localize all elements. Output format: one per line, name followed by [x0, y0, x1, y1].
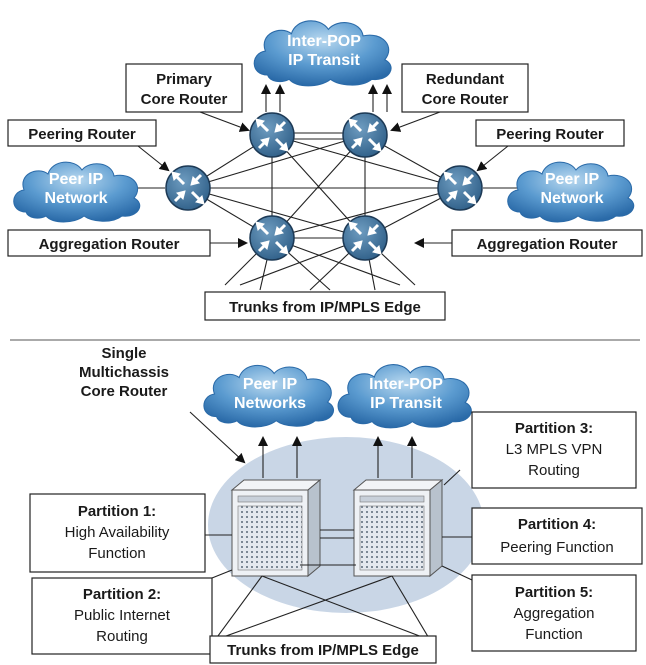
svg-text:High Availability: High Availability: [65, 524, 170, 541]
bottom-diagram: Peer IP Networks Inter-POP IP Transit: [29, 345, 643, 664]
label-primary-core-router: Primary Core Router: [125, 63, 243, 113]
cloud-inter-pop-transit-bottom: Inter-POP IP Transit: [337, 364, 472, 429]
aggregation-router-left-icon: [248, 214, 296, 262]
aggregation-router-right-icon: [341, 214, 389, 262]
peering-router-right-icon: [436, 164, 484, 212]
svg-text:Network: Network: [44, 190, 107, 207]
label-single-multichassis: Single Multichassis Core Router: [79, 345, 246, 464]
partition-1-box: Partition 1: High Availability Function: [29, 493, 206, 573]
svg-text:Aggregation: Aggregation: [514, 605, 595, 622]
primary-core-router-icon: [248, 111, 296, 159]
cloud-peer-network-right: Peer IP Network: [507, 161, 635, 223]
svg-text:Peering Function: Peering Function: [500, 539, 613, 556]
cloud-inter-pop-transit-top: Inter-POP IP Transit: [253, 20, 392, 87]
svg-text:Partition 3:: Partition 3:: [515, 420, 593, 437]
top-diagram: Inter-POP IP Transit Peer IP Network Pee…: [7, 20, 643, 321]
svg-text:Core Router: Core Router: [81, 383, 168, 400]
label-peering-router-right: Peering Router: [475, 119, 625, 147]
router-mesh-links: [120, 132, 520, 291]
svg-text:Partition 4:: Partition 4:: [518, 516, 596, 533]
svg-text:Primary: Primary: [156, 71, 213, 88]
label-aggregation-router-right: Aggregation Router: [451, 229, 643, 257]
svg-text:Peer IP: Peer IP: [49, 171, 104, 188]
cloud-peer-network-left: Peer IP Network: [13, 161, 141, 223]
svg-text:Peering Router: Peering Router: [496, 126, 604, 143]
chassis-right-icon: [352, 478, 444, 578]
svg-text:Trunks from IP/MPLS Edge: Trunks from IP/MPLS Edge: [229, 299, 421, 316]
svg-text:Peering Router: Peering Router: [28, 126, 136, 143]
svg-text:Inter-POP: Inter-POP: [369, 376, 443, 393]
svg-text:Peer IP: Peer IP: [243, 376, 298, 393]
label-pointers-top: [137, 111, 509, 248]
svg-text:Trunks from IP/MPLS Edge: Trunks from IP/MPLS Edge: [227, 642, 419, 659]
bottom-links: [205, 469, 473, 641]
svg-text:IP Transit: IP Transit: [288, 52, 360, 69]
svg-text:Partition 5:: Partition 5:: [515, 584, 593, 601]
svg-text:Network: Network: [540, 190, 603, 207]
svg-text:Routing: Routing: [96, 628, 148, 645]
svg-text:Routing: Routing: [528, 462, 580, 479]
svg-text:Networks: Networks: [234, 395, 306, 412]
partition-2-box: Partition 2: Public Internet Routing: [31, 577, 213, 655]
svg-text:Function: Function: [88, 545, 146, 562]
svg-text:Aggregation Router: Aggregation Router: [39, 236, 180, 253]
svg-text:Core Router: Core Router: [141, 91, 228, 108]
svg-text:Single: Single: [101, 345, 146, 362]
svg-text:Core Router: Core Router: [422, 91, 509, 108]
label-trunks-top: Trunks from IP/MPLS Edge: [204, 291, 446, 321]
partition-4-box: Partition 4: Peering Function: [471, 507, 643, 565]
svg-text:IP Transit: IP Transit: [370, 395, 442, 412]
partition-5-box: Partition 5: Aggregation Function: [471, 574, 637, 652]
label-aggregation-router-left: Aggregation Router: [7, 229, 211, 257]
svg-text:Inter-POP: Inter-POP: [287, 33, 361, 50]
svg-text:L3 MPLS VPN: L3 MPLS VPN: [506, 441, 603, 458]
label-peering-router-left: Peering Router: [7, 119, 157, 147]
svg-text:Partition 1:: Partition 1:: [78, 503, 156, 520]
uplink-arrows-bottom: [258, 436, 417, 478]
svg-text:Redundant: Redundant: [426, 71, 504, 88]
label-redundant-core-router: Redundant Core Router: [401, 63, 529, 113]
partition-3-box: Partition 3: L3 MPLS VPN Routing: [471, 411, 637, 489]
chassis-left-icon: [230, 478, 322, 578]
svg-text:Public Internet: Public Internet: [74, 607, 171, 624]
label-trunks-bottom: Trunks from IP/MPLS Edge: [209, 635, 437, 664]
svg-text:Partition 2:: Partition 2:: [83, 586, 161, 603]
uplink-arrows: [261, 84, 392, 112]
svg-text:Peer IP: Peer IP: [545, 171, 600, 188]
peering-router-left-icon: [164, 164, 212, 212]
redundant-core-router-icon: [341, 111, 389, 159]
svg-text:Multichassis: Multichassis: [79, 364, 169, 381]
svg-text:Aggregation Router: Aggregation Router: [477, 236, 618, 253]
cloud-peer-networks: Peer IP Networks: [203, 364, 335, 428]
svg-text:Function: Function: [525, 626, 583, 643]
